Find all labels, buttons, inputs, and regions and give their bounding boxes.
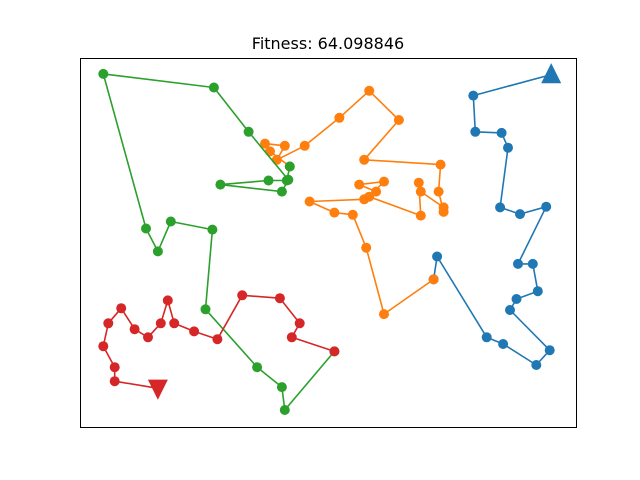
series-1-point-25: [260, 138, 270, 149]
series-0-point-12: [505, 305, 515, 315]
series-1-point-1: [379, 309, 389, 320]
series-3-point-16: [109, 376, 120, 387]
series-0-point-6: [515, 209, 525, 220]
series-2-point-9: [141, 223, 151, 234]
start-marker-triangle: [541, 63, 562, 84]
series-1-point-22: [299, 140, 310, 151]
series-0-point-1: [468, 90, 479, 101]
series-2-point-5: [283, 174, 294, 185]
series-1-point-3: [347, 209, 358, 220]
series-3-point-1: [286, 332, 297, 343]
series-2-point-16: [279, 405, 290, 415]
series-3-point-12: [116, 303, 127, 314]
series-0-point-14: [531, 360, 542, 370]
series-1-point-24: [279, 140, 290, 151]
series-1-point-20: [364, 85, 375, 96]
series-1-point-13: [415, 186, 426, 197]
plot-area-frame: [80, 58, 577, 428]
series-0-point-15: [498, 339, 509, 349]
series-2-point-2: [263, 175, 274, 186]
series-1-point-19: [393, 115, 404, 125]
series-3-point-7: [169, 318, 180, 329]
series-0-point-10: [532, 286, 543, 297]
series-1-point-23: [271, 154, 282, 165]
series-3-point-15: [109, 362, 120, 373]
series-2-line: [102, 73, 336, 411]
series-0-point-13: [544, 345, 555, 356]
series-1-line: [264, 90, 445, 315]
series-1-point-16: [433, 186, 444, 197]
series-0-point-11: [511, 294, 522, 304]
series-2-point-3: [215, 179, 226, 190]
series-3-point-10: [143, 332, 153, 343]
series-1: [260, 85, 449, 320]
series-1-point-17: [435, 159, 446, 170]
series-1-point-18: [359, 154, 370, 165]
series-2-point-8: [98, 68, 109, 79]
series-2-point-13: [200, 304, 211, 315]
series-2: [98, 68, 340, 415]
series-0-line: [432, 73, 552, 366]
series-layer: [98, 63, 562, 415]
series-2-point-4: [276, 186, 287, 197]
series-1-point-15: [438, 206, 449, 217]
series-2-point-11: [165, 216, 176, 227]
series-3-point-5: [212, 334, 223, 345]
series-3-point-11: [129, 324, 140, 335]
series-2-point-6: [243, 126, 254, 137]
series-0-point-3: [496, 127, 507, 138]
series-0-point-17: [432, 251, 443, 262]
series-0-point-9: [527, 258, 538, 269]
series-3-point-2: [294, 318, 305, 329]
series-0-point-16: [481, 332, 492, 343]
series-3-point-8: [162, 295, 173, 306]
series-3-point-13: [103, 318, 114, 329]
series-1-point-9: [379, 176, 389, 187]
series-3-point-14: [98, 341, 109, 352]
series-1-point-11: [415, 210, 426, 221]
series-0-point-5: [495, 202, 506, 213]
series-3-point-3: [274, 293, 285, 304]
series-0-point-8: [513, 258, 523, 269]
series-2-point-15: [276, 382, 287, 393]
series-1-point-21: [334, 112, 345, 123]
series-1-point-8: [354, 179, 365, 190]
series-1-point-12: [413, 177, 424, 188]
series-2-point-0: [284, 161, 295, 172]
series-2-point-14: [252, 362, 263, 373]
chart-title: Fitness: 64.098846: [252, 34, 404, 53]
series-2-point-12: [207, 224, 218, 235]
series-3-point-0: [329, 346, 340, 357]
series-1-point-7: [371, 186, 382, 197]
series-2-point-10: [152, 246, 163, 257]
series-0: [428, 63, 562, 370]
series-0-point-4: [503, 142, 513, 153]
series-1-point-2: [361, 242, 372, 253]
series-1-point-10: [364, 191, 375, 202]
series-0-point-7: [541, 201, 552, 212]
series-0-point-2: [470, 126, 481, 137]
series-1-point-26: [265, 146, 275, 157]
series-3-point-4: [237, 290, 248, 301]
series-3: [98, 290, 340, 400]
end-marker-triangle: [147, 379, 168, 400]
series-1-point-0: [428, 274, 439, 285]
series-1-point-5: [304, 196, 315, 207]
series-3-point-9: [155, 318, 166, 329]
series-3-point-6: [189, 326, 200, 337]
series-1-point-4: [329, 207, 340, 218]
series-2-point-7: [208, 82, 219, 93]
